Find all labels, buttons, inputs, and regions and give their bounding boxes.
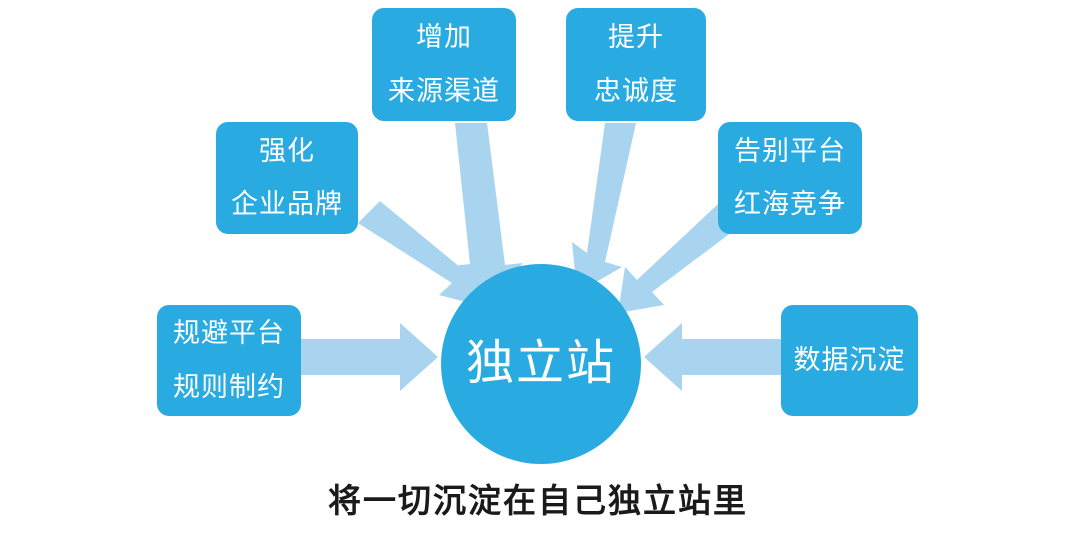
- center-node-label: 独立站: [465, 337, 616, 390]
- node-line-1: 提升: [608, 22, 664, 53]
- arrow-from-right: [644, 323, 781, 391]
- center-node-circle: 独立站: [441, 264, 641, 464]
- node-box-data-accumulation[interactable]: 数据沉淀: [781, 305, 918, 416]
- node-box-improve-loyalty[interactable]: 提升 忠诚度: [566, 8, 706, 121]
- node-line-1: 增加: [416, 22, 472, 53]
- node-line-2: 来源渠道: [388, 75, 500, 106]
- node-box-increase-traffic-sources[interactable]: 增加 来源渠道: [372, 8, 516, 121]
- node-line-2: 忠诚度: [594, 75, 678, 106]
- node-line-1: 规避平台: [173, 318, 285, 349]
- node-line-2: 企业品牌: [231, 189, 343, 219]
- node-line-2: 红海竞争: [734, 189, 846, 219]
- arrow-from-top-left: [452, 123, 523, 300]
- arrow-from-upper-right: [618, 204, 740, 313]
- arrow-from-top-right: [572, 123, 636, 293]
- node-box-leave-platform-competition[interactable]: 告别平台 红海竞争: [718, 122, 862, 234]
- diagram-caption: 将一切沉淀在自己独立站里: [328, 482, 748, 519]
- node-box-avoid-platform-rules[interactable]: 规避平台 规则制约: [157, 305, 301, 416]
- arrow-from-upper-left: [358, 201, 485, 307]
- node-line-1: 数据沉淀: [793, 344, 906, 375]
- node-line-2: 规则制约: [173, 371, 285, 402]
- node-line-1: 强化: [259, 135, 315, 166]
- node-line-1: 告别平台: [734, 135, 846, 166]
- node-box-strengthen-brand[interactable]: 强化 企业品牌: [216, 122, 358, 234]
- arrow-from-left: [301, 323, 438, 391]
